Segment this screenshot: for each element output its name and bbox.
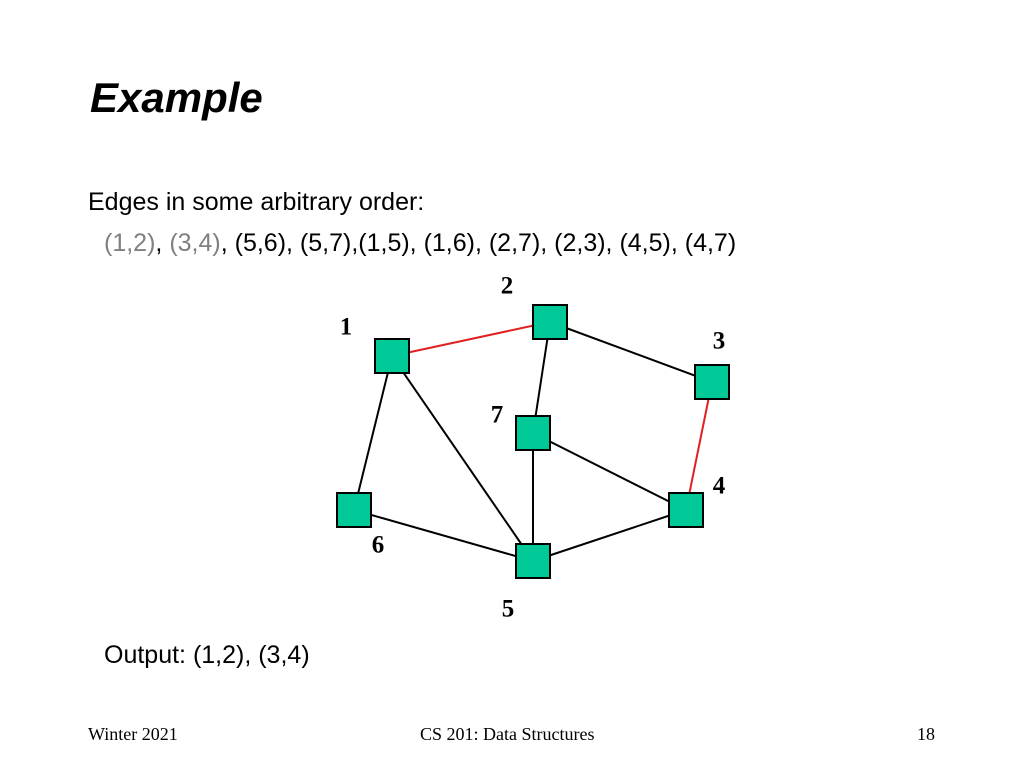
graph-node-label-3: 3: [713, 328, 726, 355]
graph-edge-1-5: [391, 355, 534, 562]
footer-term: Winter 2021: [88, 724, 178, 744]
edge-list-rest: (5,6), (5,7),(1,5), (1,6), (2,7), (2,3),…: [234, 229, 737, 257]
graph-edge-5-6: [353, 509, 534, 562]
edge-list-item-highlighted: (1,2): [104, 229, 156, 257]
graph-edge-1-2-selected: [391, 321, 551, 357]
graph-nodes: [336, 304, 730, 579]
edge-list-item-highlighted: (3,4): [169, 229, 221, 257]
graph-edge-2-7: [532, 321, 551, 434]
graph-node-label-1: 1: [340, 314, 353, 341]
slide-title: Example: [90, 74, 263, 121]
footer-course: CS 201: Data Structures: [420, 724, 595, 744]
output-text: Output: (1,2), (3,4): [104, 641, 310, 669]
edge-list-separator: ,: [155, 229, 170, 257]
graph-node-label-5: 5: [502, 596, 515, 623]
graph-node-4: [668, 492, 704, 528]
graph-edge-2-3: [549, 321, 713, 383]
graph-node-1: [374, 338, 410, 374]
graph-node-label-4: 4: [713, 473, 726, 500]
graph-node-5: [515, 543, 551, 579]
graph-node-label-7: 7: [491, 402, 504, 429]
graph-node-labels: 1 2 3 4 5 6 7: [340, 273, 726, 623]
graph-node-7: [515, 415, 551, 451]
edge-list: (1,2), (3,4), (5,6), (5,7),(1,5), (1,6),…: [104, 229, 736, 258]
graph-node-6: [336, 492, 372, 528]
graph-node-3: [694, 364, 730, 400]
graph-node-label-6: 6: [372, 532, 385, 559]
graph-node-2: [532, 304, 568, 340]
graph-edge-1-6: [353, 355, 393, 511]
graph-edges: [353, 321, 713, 562]
footer-page-number: 18: [917, 724, 935, 744]
graph-edge-3-4-selected: [685, 381, 713, 511]
graph-edge-4-5: [532, 509, 687, 562]
edge-list-separator: ,: [220, 229, 235, 257]
graph-node-label-2: 2: [501, 273, 514, 300]
intro-text: Edges in some arbitrary order:: [88, 188, 425, 216]
graph-edge-4-7: [532, 432, 687, 511]
